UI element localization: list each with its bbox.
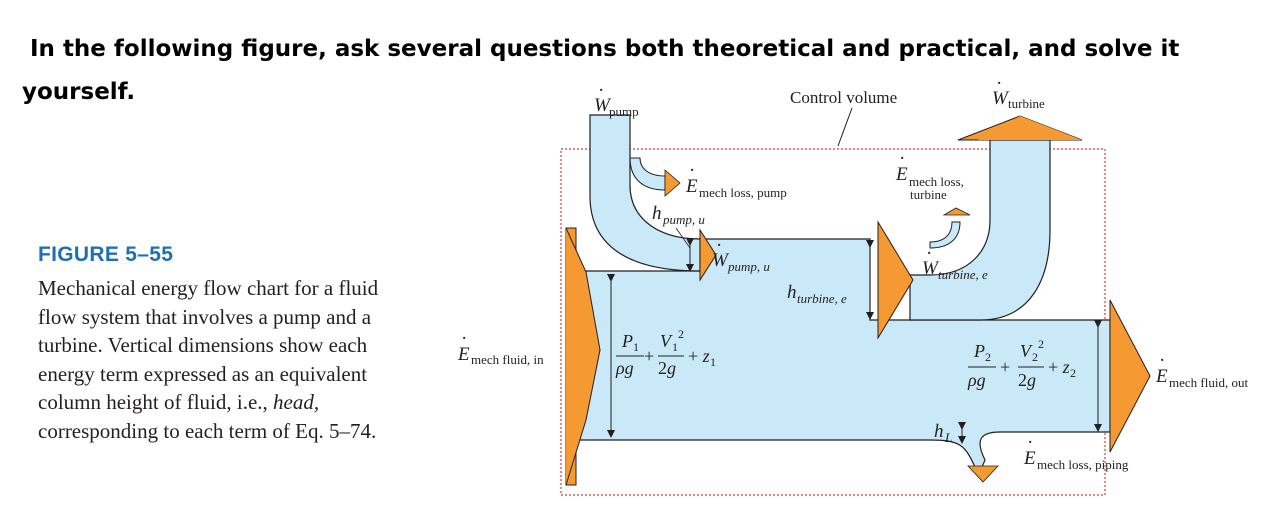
e-loss-turbine-sub1: mech loss, xyxy=(909,174,964,189)
h-pump-sub: pump, u xyxy=(662,212,705,227)
svg-text:1: 1 xyxy=(672,340,678,354)
svg-text:2: 2 xyxy=(1070,366,1076,380)
caption-head: head, xyxy=(273,390,320,415)
figure-label: FIGURE 5–55 xyxy=(38,243,174,266)
svg-text:·: · xyxy=(598,80,604,101)
e-loss-turbine-label: E xyxy=(895,164,908,185)
svg-text:·: · xyxy=(996,73,1002,94)
svg-text:+ z: + z xyxy=(1048,357,1070,377)
e-fluid-out-label: E xyxy=(1155,366,1168,387)
svg-text:·: · xyxy=(461,328,467,349)
w-turbine-e-label: W xyxy=(922,258,940,279)
caption-part-1: Mechanical energy flow chart for a fluid… xyxy=(38,276,379,415)
svg-text:2: 2 xyxy=(678,327,684,341)
svg-text:2: 2 xyxy=(1032,350,1038,364)
svg-text:V: V xyxy=(660,331,673,351)
svg-text:·: · xyxy=(899,148,905,169)
turbine-output-flow xyxy=(909,139,1051,321)
svg-text:2g: 2g xyxy=(1018,370,1036,390)
pump-work-arrow xyxy=(699,228,717,282)
svg-text:+: + xyxy=(644,346,654,366)
svg-text:2g: 2g xyxy=(658,358,676,378)
e-loss-turbine-sub2: turbine xyxy=(910,187,947,202)
h-l-label: h xyxy=(934,421,944,442)
outlet-arrow xyxy=(1109,299,1151,453)
svg-text:P: P xyxy=(973,341,985,361)
svg-text:ρg: ρg xyxy=(615,358,634,378)
e-loss-pump-label: E xyxy=(685,176,698,197)
control-volume-label: Control volume xyxy=(790,88,897,107)
outlet-energy-equation: P 2 ρg + V 2 2 2g + z 2 xyxy=(967,337,1076,390)
e-fluid-in-sub: mech fluid, in xyxy=(471,352,544,367)
w-pump-label: W xyxy=(594,95,612,116)
e-fluid-in-label: E xyxy=(457,344,470,365)
svg-text:2: 2 xyxy=(985,350,991,364)
svg-text:+: + xyxy=(1000,357,1010,377)
turbine-arrow xyxy=(877,220,914,340)
question-text: In the following figure, ask several que… xyxy=(0,28,1200,114)
h-pump-leader xyxy=(675,227,691,249)
svg-text:+ z: + z xyxy=(688,346,710,366)
e-fluid-out-sub: mech fluid, out xyxy=(1169,375,1248,390)
e-loss-piping-sub: mech loss, piping xyxy=(1037,457,1129,472)
svg-text:V: V xyxy=(1020,341,1033,361)
h-pump-label: h xyxy=(652,203,662,224)
piping-loss-arrow xyxy=(967,465,999,483)
svg-text:·: · xyxy=(1027,432,1033,453)
pump-loss-flow xyxy=(629,157,666,191)
w-turbine-e-sub: turbine, e xyxy=(938,267,988,282)
w-pump-u-label: W xyxy=(712,250,730,271)
control-volume-leader xyxy=(837,107,853,147)
turbine-loss-arrow xyxy=(942,207,971,216)
h-l-sub: L xyxy=(944,430,952,445)
svg-text:P: P xyxy=(621,331,633,351)
pump-input-flow xyxy=(589,114,701,272)
figure-caption: Mechanical energy flow chart for a fluid… xyxy=(38,274,398,446)
e-loss-piping-label: E xyxy=(1023,448,1036,469)
inlet-energy-equation: P 1 ρg + V 1 2 2g + z 1 xyxy=(615,327,716,378)
h-turbine-sub: turbine, e xyxy=(797,291,847,306)
question-line-2: yourself. xyxy=(22,79,136,105)
e-loss-pump-sub: mech loss, pump xyxy=(699,185,787,200)
w-pump-u-sub: pump, u xyxy=(727,259,770,274)
svg-text:·: · xyxy=(689,160,695,181)
svg-text:·: · xyxy=(926,243,932,264)
svg-text:1: 1 xyxy=(633,340,639,354)
svg-text:1: 1 xyxy=(710,355,716,369)
w-turbine-label: W xyxy=(992,88,1010,109)
svg-text:·: · xyxy=(1159,350,1165,371)
h-turbine-label: h xyxy=(787,282,797,303)
svg-text:2: 2 xyxy=(1038,337,1044,351)
caption-part-2: corresponding to each term of Eq. 5–74. xyxy=(38,418,377,443)
w-pump-sub: pump xyxy=(609,104,639,119)
turbine-loss-flow xyxy=(929,221,961,249)
question-line-1: In the following figure, ask several que… xyxy=(30,36,1180,62)
w-turbine-sub: turbine xyxy=(1008,96,1045,111)
svg-text:ρg: ρg xyxy=(967,370,986,390)
pump-loss-arrow xyxy=(664,169,681,197)
svg-text:·: · xyxy=(716,235,722,256)
